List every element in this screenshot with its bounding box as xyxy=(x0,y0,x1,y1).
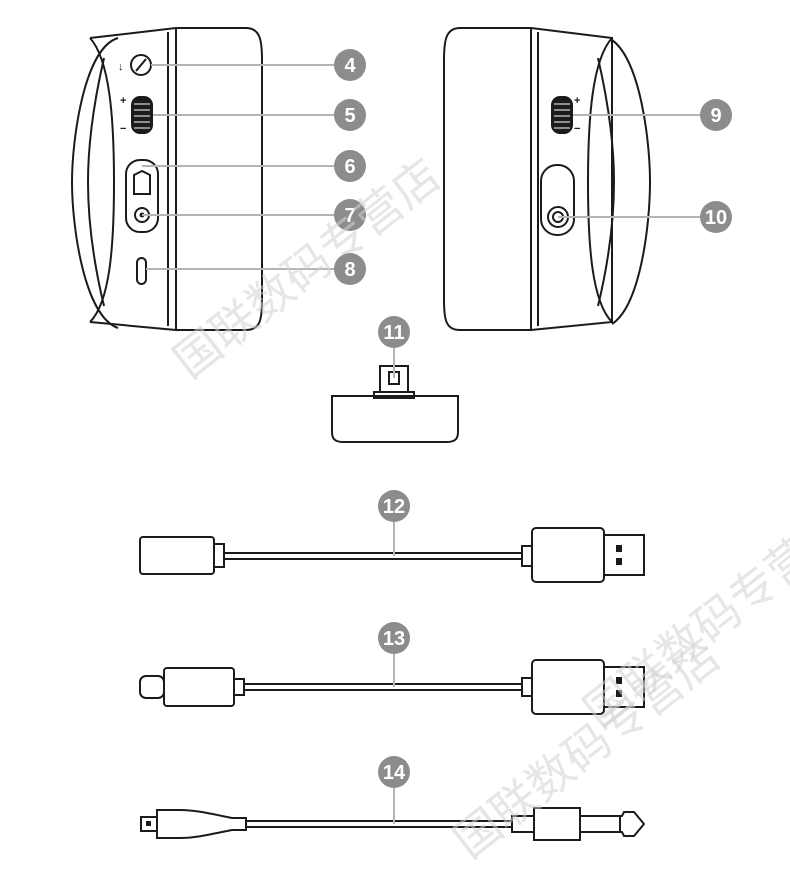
power-button xyxy=(540,164,575,236)
volume-plus-label-left: + xyxy=(120,95,126,107)
callout-14: 14 xyxy=(378,756,410,788)
svg-text:↓: ↓ xyxy=(118,61,124,73)
callout-4: 4 xyxy=(334,49,366,81)
callout-5: 5 xyxy=(334,99,366,131)
usb-c-charging-cable xyxy=(139,659,645,715)
volume-minus-label-right: − xyxy=(574,123,580,135)
leader-lines xyxy=(142,64,700,824)
callout-10: 10 xyxy=(700,201,732,233)
callout-13: 13 xyxy=(378,622,410,654)
callout-11-label: 11 xyxy=(383,322,404,344)
callout-4-label: 4 xyxy=(344,55,356,77)
mic-mute-button: ↓ xyxy=(118,54,152,76)
callout-9: 9 xyxy=(700,99,732,131)
audio-cable xyxy=(140,807,646,841)
callout-8-label: 8 xyxy=(344,259,355,281)
volume-minus-label-left: − xyxy=(120,123,126,135)
right-earcup: + − xyxy=(443,27,652,331)
volume-plus-label-right: + xyxy=(574,95,580,107)
callout-8: 8 xyxy=(334,253,366,285)
callout-10-label: 10 xyxy=(705,207,727,229)
callout-11: 11 xyxy=(378,316,410,348)
callout-7-label: 7 xyxy=(344,205,355,227)
usb-c-port xyxy=(136,257,147,285)
callout-5-label: 5 xyxy=(344,105,355,127)
callout-9-label: 9 xyxy=(710,105,721,127)
volume-wheel-left: + − xyxy=(120,95,153,135)
left-earcup: ↓ + − xyxy=(70,26,263,332)
callout-12: 12 xyxy=(378,490,410,522)
callout-6: 6 xyxy=(334,150,366,182)
usb-extension-cable xyxy=(139,527,645,583)
callout-7: 7 xyxy=(334,199,366,231)
callout-14-label: 14 xyxy=(383,762,406,784)
port-housing-left xyxy=(125,159,159,233)
callout-6-label: 6 xyxy=(344,156,355,178)
callout-12-label: 12 xyxy=(383,496,405,518)
volume-wheel-right: + − xyxy=(551,95,580,135)
callout-13-label: 13 xyxy=(383,628,405,650)
